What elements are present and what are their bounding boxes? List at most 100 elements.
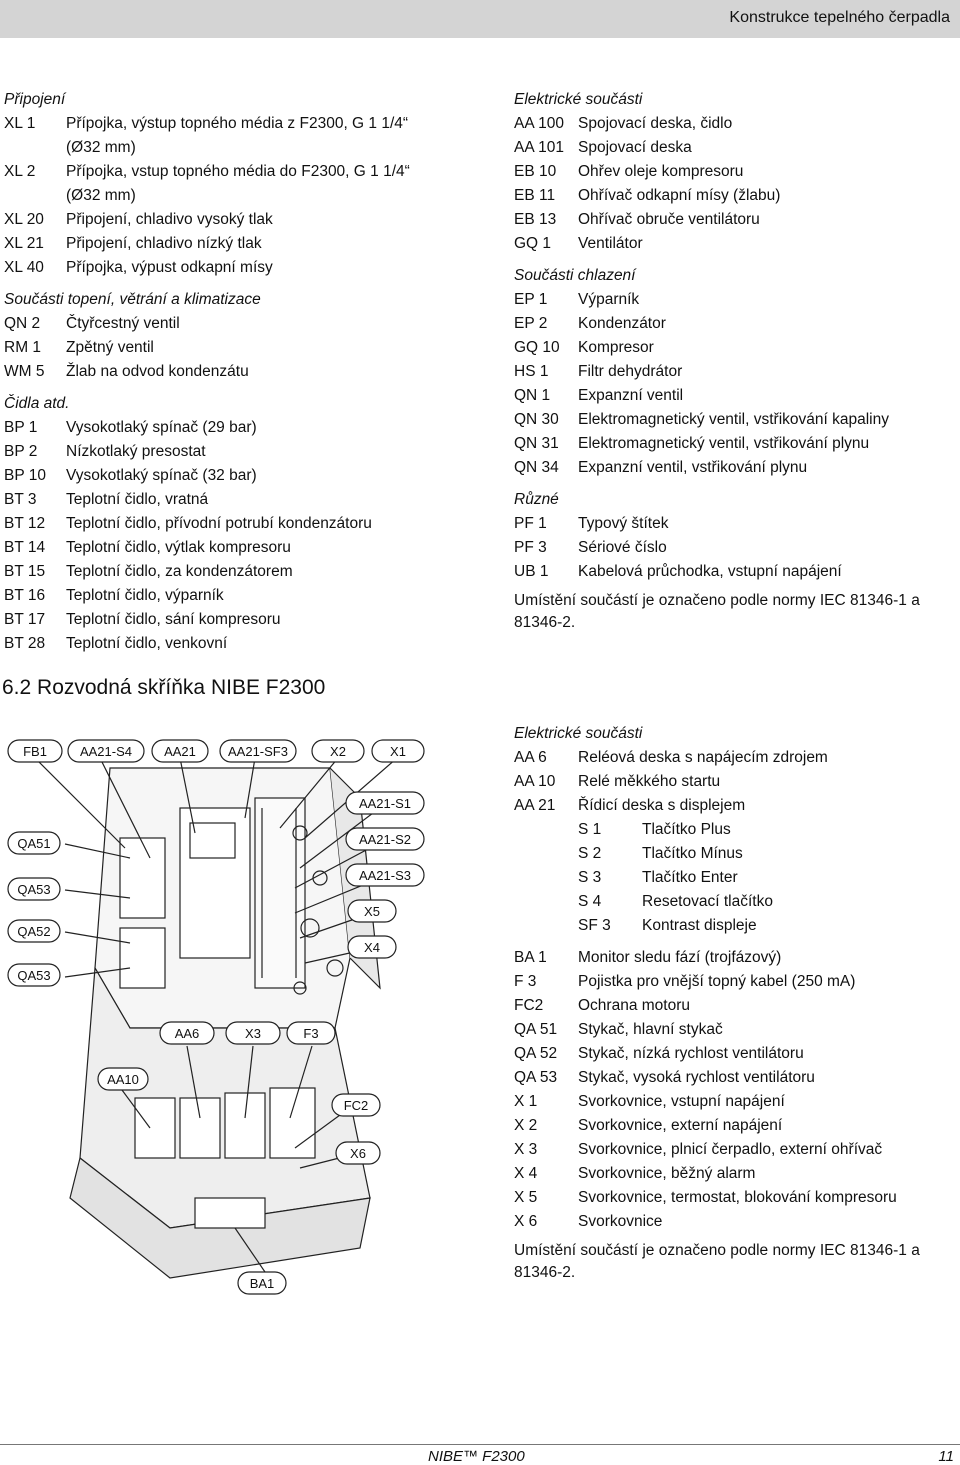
- item-description: Přípojka, výpust odkapní mísy: [66, 259, 273, 276]
- callout-label: BA1: [237, 1271, 287, 1295]
- item-code: EB 13: [514, 211, 557, 228]
- section-gap: [4, 280, 424, 288]
- item-description: Pojistka pro vnější topný kabel (250 mA): [578, 973, 856, 990]
- item-description: Tlačítko Enter: [642, 869, 738, 886]
- item-code: EB 11: [514, 187, 556, 204]
- item-description: Nízkotlaký presostat: [66, 443, 206, 460]
- callout-label: FC2: [331, 1093, 381, 1117]
- item-code: SF 3: [578, 917, 611, 934]
- item-description: Monitor sledu fází (trojfázový): [578, 949, 782, 966]
- callout-text: AA6: [175, 1026, 200, 1041]
- section-title: Elektrické součásti: [514, 91, 643, 108]
- item-code: AA 21: [514, 797, 556, 814]
- item-code: AA 100: [514, 115, 564, 132]
- callout-label: QA53: [7, 963, 61, 987]
- callout-label: X3: [225, 1021, 281, 1045]
- item-code: BT 28: [4, 635, 46, 652]
- item-description: Stykač, nízká rychlost ventilátoru: [578, 1045, 804, 1062]
- item-description: Teplotní čidlo, sání kompresoru: [66, 611, 281, 628]
- item-description: Elektromagnetický ventil, vstřikování ka…: [578, 411, 889, 428]
- item-description: Teplotní čidlo, venkovní: [66, 635, 228, 652]
- item-description: Svorkovnice: [578, 1213, 663, 1230]
- callout-label: AA21-SF3: [219, 739, 297, 763]
- item-description: Filtr dehydrátor: [578, 363, 683, 380]
- list-item: BT 16 Teplotní čidlo, výparník: [4, 584, 424, 608]
- section-gap: [514, 938, 954, 946]
- item-code: S 2: [578, 845, 602, 862]
- callout-label: X5: [347, 899, 397, 923]
- item-description: Tlačítko Mínus: [642, 845, 743, 862]
- item-description: Sériové číslo: [578, 539, 667, 556]
- item-description: Reléová deska s napájecím zdrojem: [578, 749, 828, 766]
- list-item: XL 40 Přípojka, výpust odkapní mísy: [4, 256, 424, 280]
- item-description: Svorkovnice, vstupní napájení: [578, 1093, 785, 1110]
- item-description: Kabelová průchodka, vstupní napájení: [578, 563, 842, 580]
- item-code: QN 30: [514, 411, 559, 428]
- item-code: QN 34: [514, 459, 559, 476]
- section-title: Elektrické součásti: [514, 725, 643, 742]
- list-item: S 2 Tlačítko Mínus: [514, 842, 954, 866]
- item-code: QN 2: [4, 315, 41, 332]
- callout-label: AA21-S2: [345, 827, 425, 851]
- section-gap: [4, 384, 424, 392]
- item-description: Tlačítko Plus: [642, 821, 731, 838]
- item-code: X 4: [514, 1165, 538, 1182]
- callout-text: QA53: [17, 882, 50, 897]
- item-code: X 6: [514, 1213, 538, 1230]
- item-code: QA 51: [514, 1021, 558, 1038]
- list-item: X 6 Svorkovnice: [514, 1210, 954, 1234]
- callout-text: AA10: [107, 1072, 139, 1087]
- list-item: BT 28 Teplotní čidlo, venkovní: [4, 632, 424, 656]
- callout-label: F3: [286, 1021, 336, 1045]
- item-description: Připojení, chladivo nízký tlak: [66, 235, 262, 252]
- list-item: XL 21 Připojení, chladivo nízký tlak: [4, 232, 424, 256]
- item-code: X 2: [514, 1117, 538, 1134]
- item-description: Svorkovnice, externí napájení: [578, 1117, 783, 1134]
- section-title: Čidla atd.: [4, 395, 70, 412]
- item-code: PF 1: [514, 515, 547, 532]
- callout-text: FC2: [344, 1098, 369, 1113]
- callout-text: AA21-S1: [359, 796, 411, 811]
- item-code: XL 40: [4, 259, 44, 276]
- item-code: XL 21: [4, 235, 44, 252]
- item-description: Připojení, chladivo vysoký tlak: [66, 211, 273, 228]
- item-code: S 4: [578, 893, 602, 910]
- item-code: X 5: [514, 1189, 538, 1206]
- item-description: Teplotní čidlo, přívodní potrubí kondenz…: [66, 515, 372, 532]
- callout-text: FB1: [23, 744, 47, 759]
- callout-label: AA6: [159, 1021, 215, 1045]
- item-code: BT 16: [4, 587, 46, 604]
- item-description: Teplotní čidlo, výparník: [66, 587, 224, 604]
- item-description: Ochrana motoru: [578, 997, 690, 1014]
- location-note: Umístění součástí je označeno podle norm…: [514, 592, 920, 631]
- callout-text: F3: [303, 1026, 318, 1041]
- callout-label: QA52: [7, 919, 61, 943]
- item-description: Teplotní čidlo, za kondenzátorem: [66, 563, 293, 580]
